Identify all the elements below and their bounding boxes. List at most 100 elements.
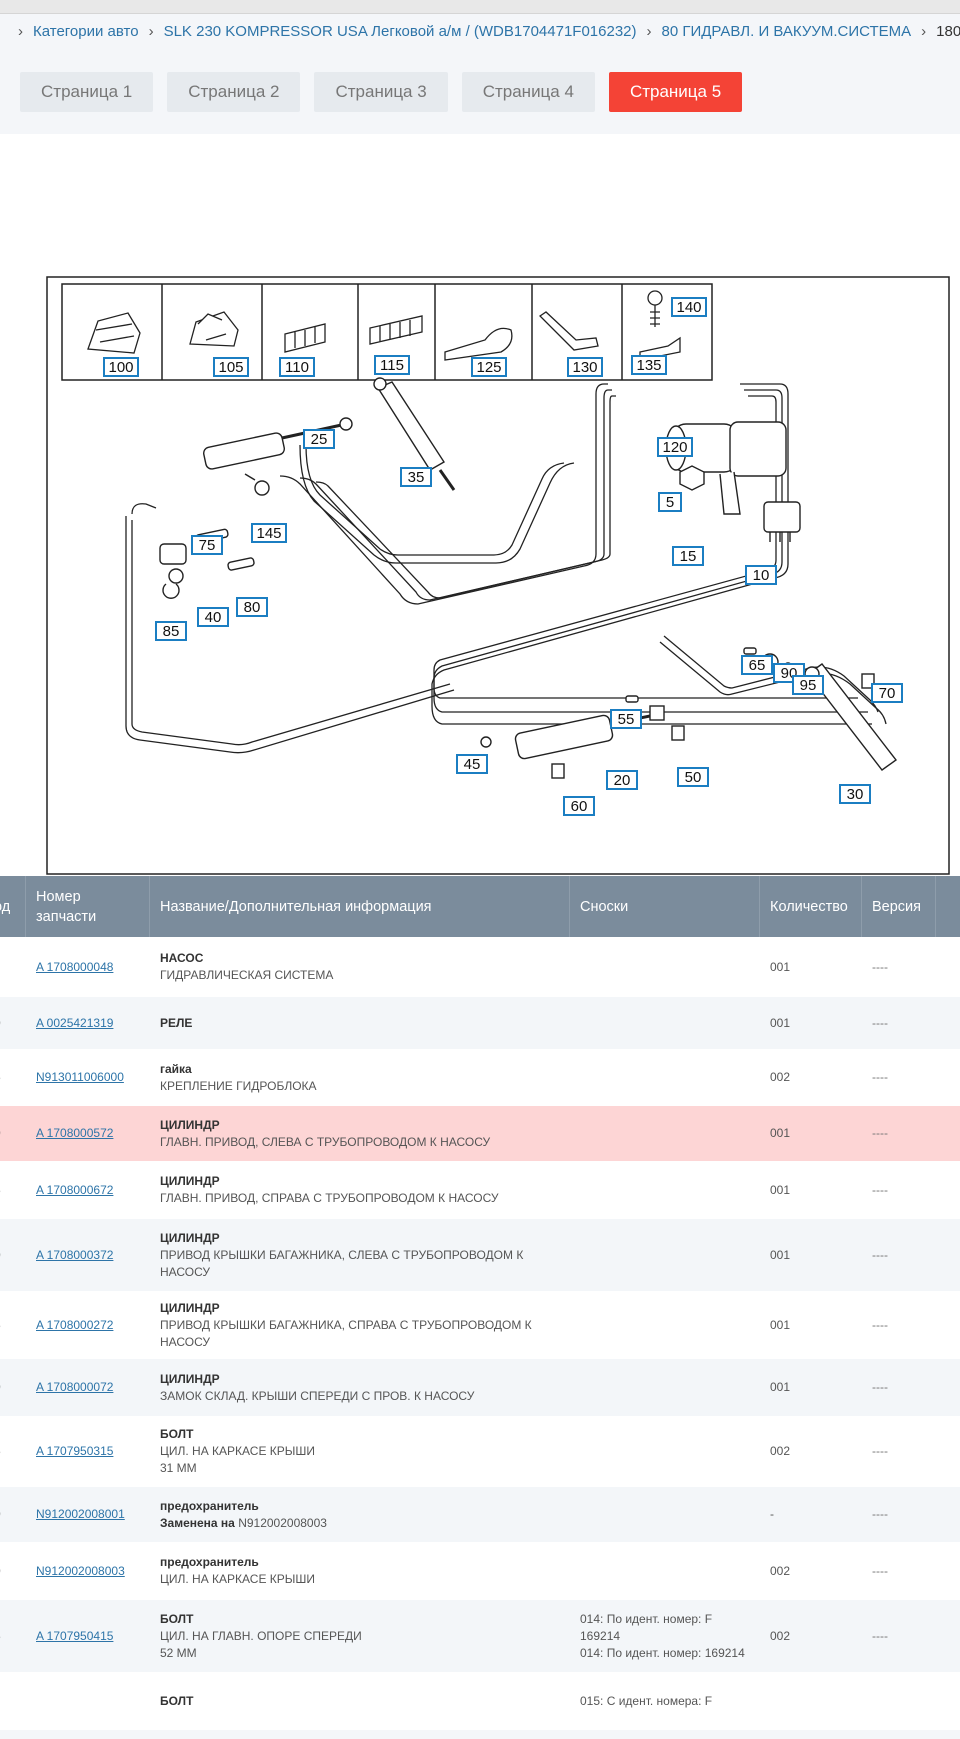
part-number-link[interactable]: A 1708000072 [36,1380,114,1394]
cell-quantity: - [770,1507,774,1521]
cell-part-number: A 1707950415 [26,1628,150,1645]
callout-115[interactable]: 115 [374,355,410,375]
callout-30[interactable]: 30 [839,784,871,804]
breadcrumb-link-categories[interactable]: Категории авто [33,23,139,40]
footnote-line: 014: По идент. номер: 169214 [580,1645,745,1660]
callout-75[interactable]: 75 [191,535,223,555]
callout-125[interactable]: 125 [471,357,507,377]
callout-45[interactable]: 45 [456,754,488,774]
page-tab-2[interactable]: Страница 2 [167,72,301,112]
part-title: гайка [160,1061,192,1076]
breadcrumb-separator: › [18,23,23,40]
header-quantity: Количество [760,876,862,937]
callout-40[interactable]: 40 [197,607,229,627]
page-tab-3[interactable]: Страница 3 [314,72,448,112]
page-tab-5[interactable]: Страница 5 [608,72,743,112]
callout-70[interactable]: 70 [871,683,903,703]
callout-55[interactable]: 55 [610,709,642,729]
cell-part-number: A 1708000572 [26,1125,150,1142]
page-tab-4[interactable]: Страница 4 [461,72,595,112]
part-number-link[interactable]: A 1708000272 [36,1317,114,1332]
part-description-line: ГЛАВН. ПРИВОД, СЛЕВА С ТРУБОПРОВОДОМ К Н… [160,1134,491,1149]
callout-145[interactable]: 145 [251,523,287,543]
callout-130[interactable]: 130 [567,357,603,377]
part-description-line: ЦИЛ. НА КАРКАСЕ КРЫШИ [160,1572,316,1586]
callout-label: 45 [464,756,481,773]
footnote-line: 169214 [580,1628,621,1643]
part-number-link[interactable]: A 1707950315 [36,1444,114,1458]
callout-label: 75 [199,537,216,554]
cell-version: ---- [872,1317,888,1332]
cell-quantity: 001 [770,1015,791,1030]
callout-label: 20 [614,772,631,789]
callout-120[interactable]: 120 [657,437,693,457]
callout-50[interactable]: 50 [677,767,709,787]
callout-100[interactable]: 100 [103,357,139,377]
callout-95[interactable]: 95 [792,675,824,695]
cell-position: 5 [0,1182,26,1199]
part-description-line: 52 ММ [160,1645,197,1660]
callout-25[interactable]: 25 [303,429,335,449]
callout-10[interactable]: 10 [745,565,777,585]
cell-quantity: 001 [770,959,791,974]
callout-15[interactable]: 15 [672,546,704,566]
callout-135[interactable]: 135 [631,355,667,375]
replacement-label: Заменена на [160,1515,235,1530]
callout-110[interactable]: 110 [279,357,315,377]
breadcrumb: › Категории авто › SLK 230 KOMPRESSOR USA Л… [0,14,960,64]
breadcrumb-separator: › [148,23,154,40]
part-description-line: ЦИЛ. НА КАРКАСЕ КРЫШИ [160,1444,316,1458]
part-number-link[interactable]: A 1708000572 [36,1126,114,1140]
part-number-link[interactable]: N912002008001 [36,1507,125,1521]
browser-top-strip [0,0,960,14]
part-number-link[interactable]: A 1708000372 [36,1247,114,1262]
callout-60[interactable]: 60 [563,796,595,816]
callout-20[interactable]: 20 [606,770,638,790]
part-title: БОЛТ [160,1693,194,1708]
page-tab-1[interactable]: Страница 1 [20,72,154,112]
cell-name: ЦИЛИНДР ПРИВОД КРЫШКИ БАГАЖНИКА, СЛЕВА С … [150,1230,570,1281]
table-row[interactable]: 0N912002008001предохранительЗаменена на … [0,1487,960,1542]
part-title: ЦИЛИНДР [160,1230,220,1245]
parts-diagram-svg: 100 105 110 115 125 130 135 140 25 35 120 5 15 10 145 7… [46,276,950,875]
callout-35[interactable]: 35 [400,467,432,487]
part-description-line: ПРИВОД КРЫШКИ БАГАЖНИКА, СЛЕВА С ТРУБОПР… [160,1247,524,1262]
callout-105[interactable]: 105 [213,357,249,377]
breadcrumb-link-vehicle[interactable]: SLK 230 KOMPRESSOR USA Легковой а/м / (W… [163,23,637,40]
part-number-link[interactable]: A 1707950415 [36,1628,114,1643]
callout-label: 85 [163,623,180,640]
table-row[interactable]: 5N913011006000гайкаКРЕПЛЕНИЕ ГИДРОБЛОКА0… [0,1049,960,1106]
cell-quantity: 001 [770,1247,791,1262]
callout-80[interactable]: 80 [236,597,268,617]
part-number-link[interactable]: N913011006000 [36,1070,124,1084]
callout-140[interactable]: 140 [671,297,707,317]
cell-version: ---- [872,959,888,974]
callout-label: 110 [285,359,309,376]
part-number-link[interactable]: A 1708000048 [36,959,114,974]
cell-quantity: 002 [770,1563,791,1578]
cell-part-number: N913011006000 [26,1069,150,1086]
breadcrumb-link-group[interactable]: 80 ГИДРАВЛ. И ВАКУУМ.СИСТЕМА [661,23,912,40]
part-number-link[interactable]: N912002008003 [36,1563,125,1578]
callout-label: 25 [311,431,328,448]
table-row[interactable]: 0N912002008003предохранительЦИЛ. НА КАРК… [0,1542,960,1600]
part-number-link[interactable]: A 0025421319 [36,1015,114,1030]
part-title: НАСОС [160,951,204,965]
callout-5[interactable]: 5 [658,492,682,512]
part-number-link[interactable]: A 1708000672 [36,1182,114,1197]
callout-65[interactable]: 65 [741,655,773,675]
callout-85[interactable]: 85 [155,621,187,641]
